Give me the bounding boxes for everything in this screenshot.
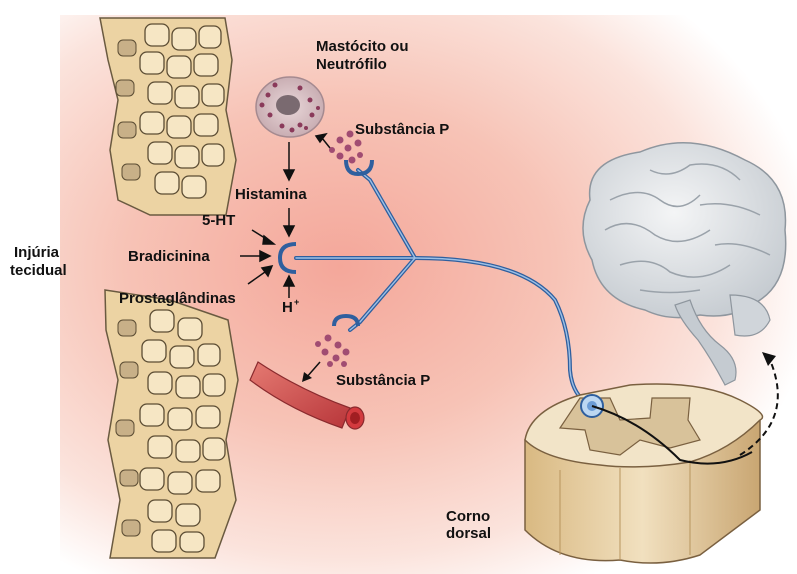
substance-p-top-label: Substância P (355, 121, 449, 138)
injury-label-line1: Injúria (14, 244, 59, 261)
bradicinina-label: Bradicinina (128, 248, 210, 265)
hydrogen-ion-charge: + (294, 297, 299, 307)
epithelium-upper (100, 18, 236, 215)
mast-cell-label-line2: Neutrófilo (316, 56, 387, 73)
corno-label-line2: dorsal (446, 525, 491, 542)
serotonin-label: 5-HT (202, 212, 235, 229)
epithelium-lower (105, 290, 238, 558)
substance-p-bottom-label: Substância P (336, 372, 430, 389)
corno-label-line1: Corno (446, 508, 490, 525)
mast-cell-label-line1: Mastócito ou (316, 38, 409, 55)
histamina-label: Histamina (235, 186, 307, 203)
hydrogen-ion-label: H (282, 299, 293, 316)
prostaglandinas-label: Prostaglândinas (119, 290, 236, 307)
injury-label-line2: tecidual (10, 262, 67, 279)
mast-cell (256, 77, 324, 137)
